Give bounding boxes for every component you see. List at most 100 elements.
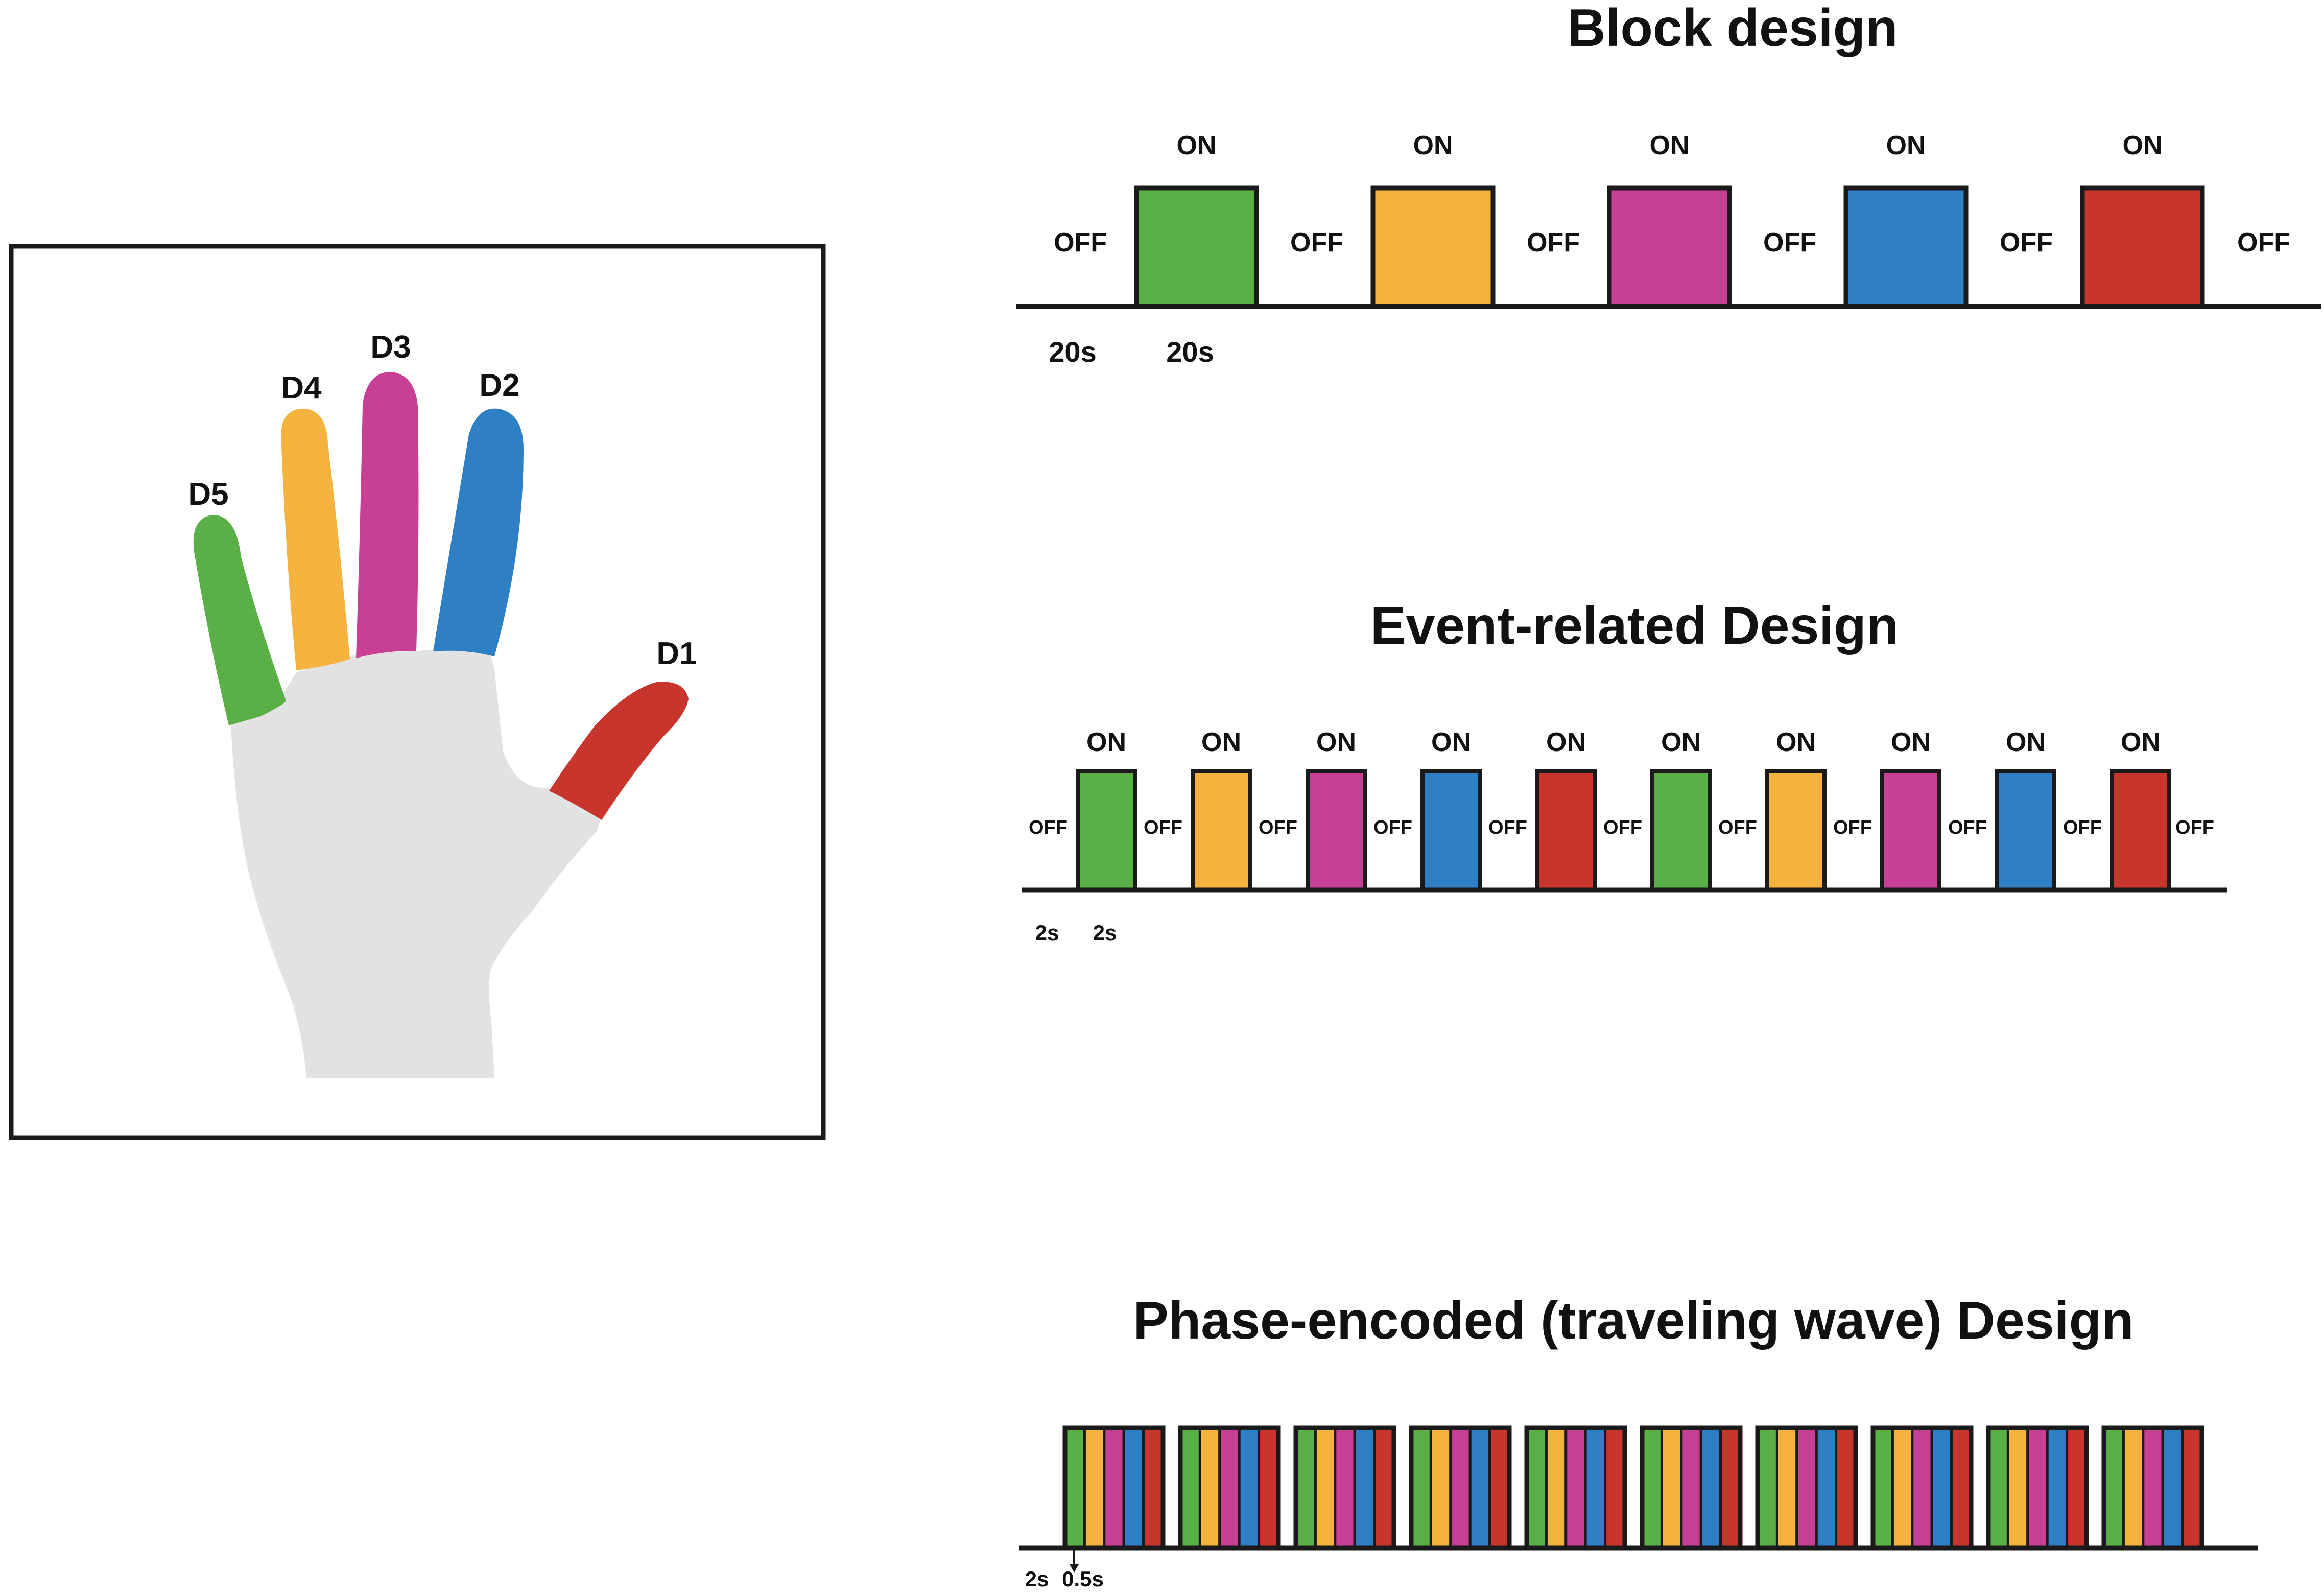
event-off-label: OFF: [1373, 817, 1412, 838]
phase-stripe-d1: [1258, 1426, 1280, 1550]
phase-stripe-d4: [2122, 1426, 2145, 1550]
phase-stripe-d5: [2102, 1426, 2125, 1550]
finger-d2: [433, 408, 524, 656]
phase-stripe-d2: [1468, 1426, 1491, 1550]
phase-cycle: [1293, 1425, 1396, 1551]
phase-stripe-d4: [1429, 1426, 1452, 1550]
phase-stripe-d3: [1911, 1426, 1933, 1550]
event-off-label: OFF: [1488, 817, 1527, 838]
event-on-bar-d5: [1076, 769, 1137, 892]
phase-stripe-d4: [1083, 1426, 1106, 1550]
phase-stripe-d2: [1930, 1426, 1953, 1550]
event-off-label: OFF: [1029, 817, 1068, 838]
finger-label-d2: D2: [479, 368, 519, 403]
event-on-bar-d4: [1191, 769, 1252, 892]
finger-label-d5: D5: [188, 477, 228, 512]
phase-gap-duration: 2s: [1025, 1567, 1049, 1591]
phase-design-timeline: [1062, 1425, 2204, 1551]
phase-stripe-d5: [1410, 1426, 1432, 1550]
event-on-bar-d1: [2110, 769, 2171, 892]
phase-stripe-d3: [1564, 1426, 1587, 1550]
event-on-label: ON: [2006, 728, 2046, 757]
phase-stripe-d5: [1525, 1426, 1548, 1550]
phase-stripe-d2: [1699, 1426, 1722, 1550]
phase-stripe-d3: [2026, 1426, 2049, 1550]
phase-stripe-d4: [1775, 1426, 1798, 1550]
phase-stripe-d2: [1238, 1426, 1261, 1550]
block-off-label: OFF: [1763, 228, 1816, 257]
phase-stripe-d3: [1680, 1426, 1702, 1550]
event-off-label: OFF: [1603, 817, 1642, 838]
event-on-label: ON: [1316, 728, 1356, 757]
event-on-label: ON: [1891, 728, 1931, 757]
phase-stripe-d1: [1950, 1426, 1973, 1550]
phase-stripe-d4: [1891, 1426, 1914, 1550]
phase-stripe-d2: [1815, 1426, 1838, 1550]
finger-d5: [193, 514, 286, 725]
phase-stripe-d5: [1294, 1426, 1317, 1550]
block-on-bar-d2: [1843, 185, 1969, 309]
event-off-label: OFF: [1259, 817, 1297, 838]
phase-cycle: [1640, 1425, 1743, 1551]
phase-stripe-d1: [1835, 1426, 1857, 1550]
phase-stripe-d1: [2066, 1426, 2088, 1550]
phase-stripe-d3: [1795, 1426, 1818, 1550]
phase-stripe-d5: [1871, 1426, 1894, 1550]
event-design-title: Event-related Design: [1370, 596, 1899, 655]
finger-d1: [549, 682, 689, 820]
phase-cycle: [1178, 1425, 1281, 1551]
phase-stripe-d3: [1103, 1426, 1125, 1550]
block-on-label: ON: [1650, 131, 1690, 160]
phase-cycle: [1986, 1425, 2089, 1551]
block-on-bar-d5: [1134, 185, 1259, 309]
block-on-duration: 20s: [1166, 336, 1214, 368]
event-on-bar-d3: [1880, 769, 1941, 892]
phase-stripe-d4: [2006, 1426, 2029, 1550]
phase-stripe-d1: [1142, 1426, 1165, 1550]
block-on-label: ON: [1886, 131, 1926, 160]
event-on-bar-d3: [1306, 769, 1367, 892]
finger-label-d1: D1: [656, 636, 697, 671]
phase-stripe-d2: [2046, 1426, 2069, 1550]
phase-stripe-d3: [1218, 1426, 1241, 1550]
event-on-label: ON: [2121, 728, 2161, 757]
phase-arrow-head: [1070, 1564, 1079, 1573]
event-on-label: ON: [1776, 728, 1816, 757]
phase-cycle: [1870, 1425, 1974, 1551]
phase-stripe-d4: [1198, 1426, 1221, 1550]
phase-stripe-d5: [1641, 1426, 1663, 1550]
phase-stripe-d1: [1488, 1426, 1511, 1550]
block-off-label: OFF: [1527, 228, 1580, 257]
event-design-timeline: ON OFF ON OFF ON OFF ON OFF ON OFF ON OFF ON OFF ON OFF…: [1029, 728, 2214, 892]
phase-stripe-d2: [1122, 1426, 1145, 1550]
phase-design-title: Phase-encoded (traveling wave) Design: [1133, 1291, 2133, 1350]
phase-stripe-d2: [2161, 1426, 2184, 1550]
event-off-label: OFF: [1948, 817, 1987, 838]
block-off-label: OFF: [1054, 228, 1107, 257]
event-off-duration: 2s: [1035, 921, 1059, 945]
event-off-label: OFF: [2175, 817, 2214, 838]
finger-d4: [281, 408, 350, 670]
phase-stripe-duration: 0.5s: [1062, 1567, 1104, 1591]
phase-stripe-d3: [1449, 1426, 1472, 1550]
event-on-label: ON: [1431, 728, 1471, 757]
block-on-label: ON: [1413, 131, 1453, 160]
phase-stripe-d1: [1604, 1426, 1626, 1550]
event-off-label: OFF: [1833, 817, 1872, 838]
event-on-label: ON: [1086, 728, 1126, 757]
phase-stripe-d4: [1660, 1426, 1683, 1550]
phase-stripe-d5: [1987, 1426, 2009, 1550]
event-off-label: OFF: [1144, 817, 1182, 838]
phase-stripe-d4: [1545, 1426, 1568, 1550]
event-on-label: ON: [1546, 728, 1586, 757]
event-on-label: ON: [1201, 728, 1241, 757]
phase-stripe-d1: [1719, 1426, 1742, 1550]
phase-stripe-d1: [2181, 1426, 2203, 1550]
event-on-bar-d1: [1535, 769, 1597, 892]
finger-label-d4: D4: [281, 370, 322, 406]
phase-stripe-d2: [1584, 1426, 1607, 1550]
phase-stripe-d5: [1063, 1426, 1086, 1550]
